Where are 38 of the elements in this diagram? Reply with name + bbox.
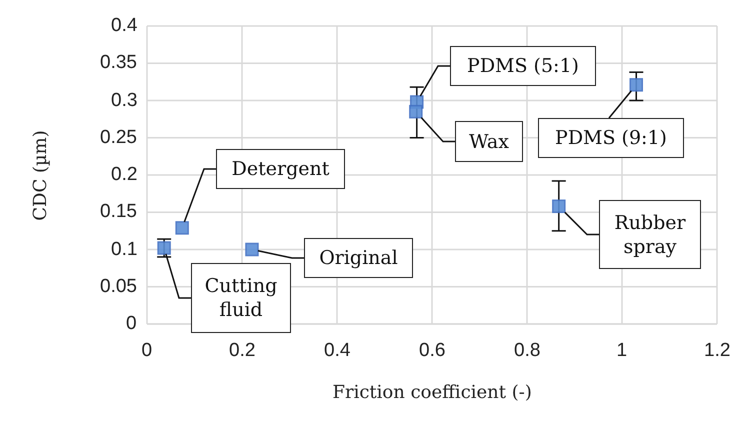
data-marker xyxy=(630,78,643,92)
tick-label: 0.25 xyxy=(100,126,137,149)
leader-line xyxy=(608,90,632,118)
tick-label: 0.6 xyxy=(419,340,446,362)
tick-label: 0.3 xyxy=(111,90,138,112)
data-marker xyxy=(245,242,259,256)
tick-label: 0.1 xyxy=(111,238,138,260)
leader-line xyxy=(258,250,304,259)
callout-label: Wax xyxy=(455,121,523,162)
callout-label: Detergent xyxy=(216,149,345,189)
leader-line xyxy=(165,254,191,299)
data-marker xyxy=(409,104,423,118)
tick-label: 1.2 xyxy=(704,340,730,362)
data-marker xyxy=(157,241,171,255)
callout-label: PDMS (5:1) xyxy=(450,46,596,86)
tick-label: 0 xyxy=(142,340,152,362)
callout-label: Cutting fluid xyxy=(191,263,291,333)
tick-label: 0 xyxy=(126,313,137,335)
data-marker xyxy=(175,221,189,235)
tick-label: 0.15 xyxy=(100,201,137,224)
leader-line xyxy=(420,65,450,96)
tick-label: 0.05 xyxy=(100,276,137,298)
tick-label: 0.2 xyxy=(229,340,256,362)
data-marker xyxy=(552,200,566,214)
leader-line xyxy=(420,117,455,142)
axis-title: Friction coefficient (-) xyxy=(332,382,532,403)
tick-label: 0.4 xyxy=(111,15,138,37)
tick-label: 0.8 xyxy=(514,340,540,362)
tick-label: 0.2 xyxy=(111,164,138,186)
callout-label: Rubber spray xyxy=(599,200,701,269)
callout-label: PDMS (9:1) xyxy=(538,118,684,158)
tick-label: 0.4 xyxy=(324,340,350,362)
callout-label: Original xyxy=(304,238,413,278)
leader-line xyxy=(564,212,599,236)
tick-label: 0.35 xyxy=(100,52,137,74)
tick-label: 1 xyxy=(616,340,628,362)
leader-line xyxy=(184,168,216,222)
axis-title: CDC (µm) xyxy=(29,130,50,220)
